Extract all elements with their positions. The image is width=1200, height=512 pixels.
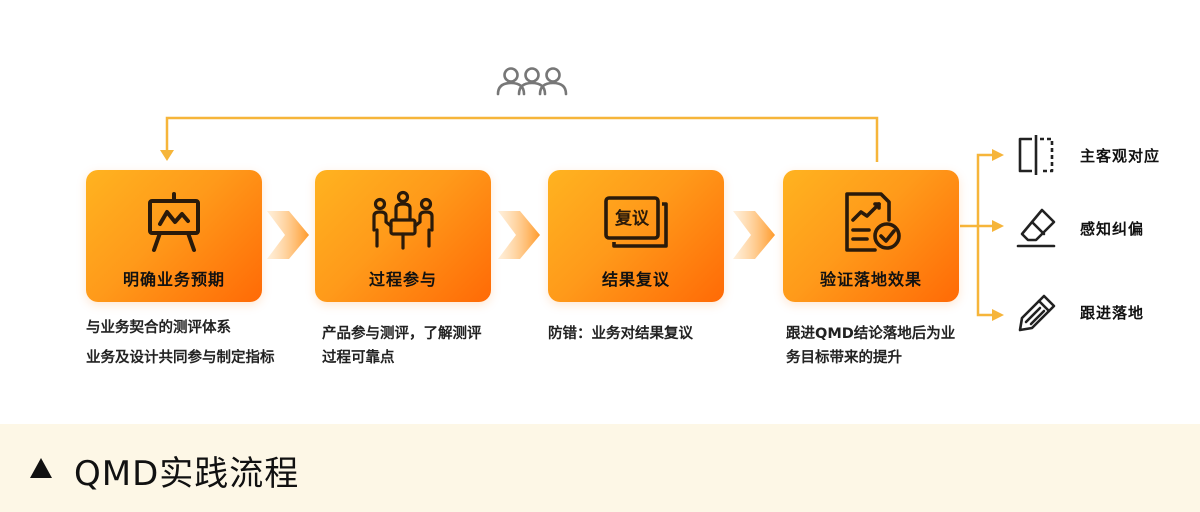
review-card-text: 复议 (614, 208, 650, 229)
split-panel-icon (1018, 135, 1054, 175)
step-define-expectation: 明确业务预期 (86, 170, 262, 302)
outcome-label: 主客观对应 (1080, 146, 1161, 165)
branch-arrowhead-top (992, 149, 1004, 161)
description-line: 与业务契合的测评体系 (86, 320, 231, 336)
outcome-branch-lines (960, 153, 994, 228)
footer-caption: QMD实践流程 (0, 424, 1200, 512)
description-line: 业务及设计共同参与制定指标 (86, 350, 275, 366)
description-line: 产品参与测评，了解测评过程可靠点 (322, 326, 482, 366)
flow-arrow-3 (733, 211, 775, 259)
meeting-people-icon (372, 190, 434, 250)
triangle-icon (30, 458, 52, 478)
pen-edit-icon (1018, 294, 1056, 332)
step-label: 明确业务预期 (122, 270, 225, 289)
description-line: 防错：业务对结果复议 (548, 326, 693, 342)
step-2-description: 产品参与测评，了解测评过程可靠点 (322, 322, 490, 376)
step-label: 验证落地效果 (819, 270, 922, 289)
outcome-label: 跟进落地 (1080, 303, 1145, 322)
step-label: 过程参与 (368, 270, 437, 289)
step-label: 结果复议 (601, 270, 670, 289)
step-4-description: 跟进QMD结论落地后为业务目标带来的提升 (786, 322, 961, 376)
step-3-description: 防错：业务对结果复议 (548, 322, 748, 352)
step-process-participation: 过程参与 (315, 170, 491, 302)
footer-title: QMD实践流程 (74, 454, 300, 494)
outcome-follow-up: 跟进落地 (1012, 288, 1144, 336)
step-result-review: 复议 结果复议 (548, 170, 724, 302)
review-card-icon: 复议 (604, 196, 668, 248)
loop-arrowhead (160, 150, 174, 161)
step-verify-effect: 验证落地效果 (783, 170, 959, 302)
feedback-loop-line (165, 116, 879, 162)
presentation-board-icon (148, 192, 200, 252)
report-check-icon (845, 192, 901, 252)
branch-arrowhead-bottom (992, 309, 1004, 321)
branch-arrowhead-middle (992, 220, 1004, 232)
description-line: 跟进QMD结论落地后为业务目标带来的提升 (786, 326, 956, 366)
user-group-icon (496, 67, 568, 96)
eraser-icon (1016, 208, 1056, 248)
outcome-subjective-objective: 主客观对应 (1012, 131, 1160, 179)
outcome-label: 感知纠偏 (1080, 219, 1145, 238)
flow-arrow-1 (267, 211, 309, 259)
step-1-description: 与业务契合的测评体系 业务及设计共同参与制定指标 (86, 316, 276, 376)
outcome-perception-correction: 感知纠偏 (1012, 204, 1144, 252)
flow-arrow-2 (498, 211, 540, 259)
